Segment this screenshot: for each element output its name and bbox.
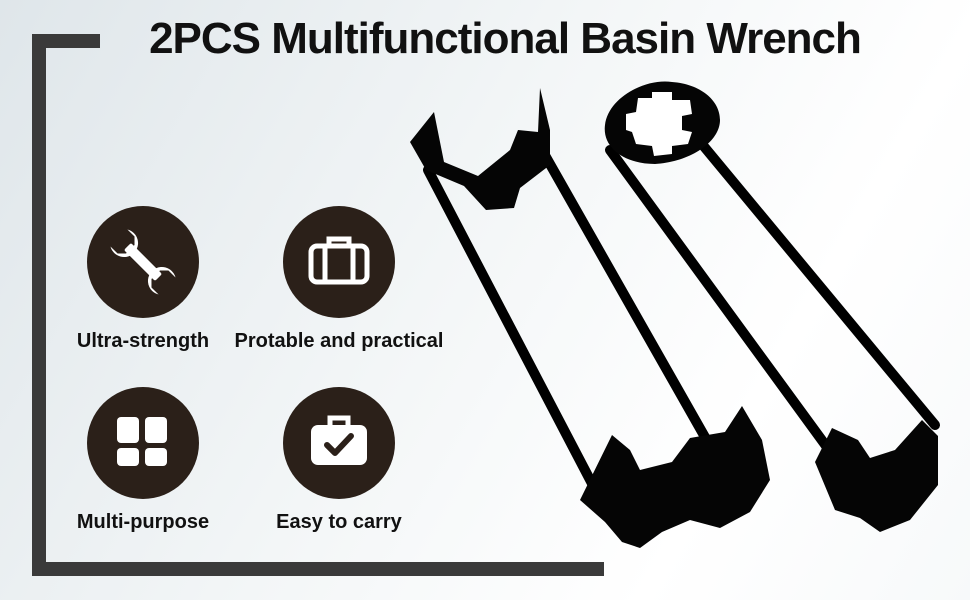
- toolbox-icon: [283, 206, 395, 318]
- basin-wrench-product-image: [410, 81, 940, 548]
- feature-label: Easy to carry: [276, 511, 402, 533]
- wrench-icon: [87, 206, 199, 318]
- feature-ultra-strength: Ultra-strength: [28, 206, 258, 353]
- feature-label: Protable and practical: [234, 330, 444, 352]
- feature-portable: Protable and practical: [224, 206, 454, 353]
- feature-easy-to-carry: Easy to carry: [224, 387, 454, 534]
- page-title: 2PCS Multifunctional Basin Wrench: [149, 14, 862, 63]
- frame-bottom-bar: [32, 562, 604, 576]
- feature-label: Ultra-strength: [76, 330, 210, 352]
- feature-label: Multi-purpose: [76, 511, 210, 533]
- feature-multi-purpose: Multi-purpose: [28, 387, 258, 534]
- frame-top-bar: [32, 34, 100, 48]
- frame-left-bar: [32, 34, 46, 576]
- checked-case-icon: [283, 387, 395, 499]
- grid-icon: [87, 387, 199, 499]
